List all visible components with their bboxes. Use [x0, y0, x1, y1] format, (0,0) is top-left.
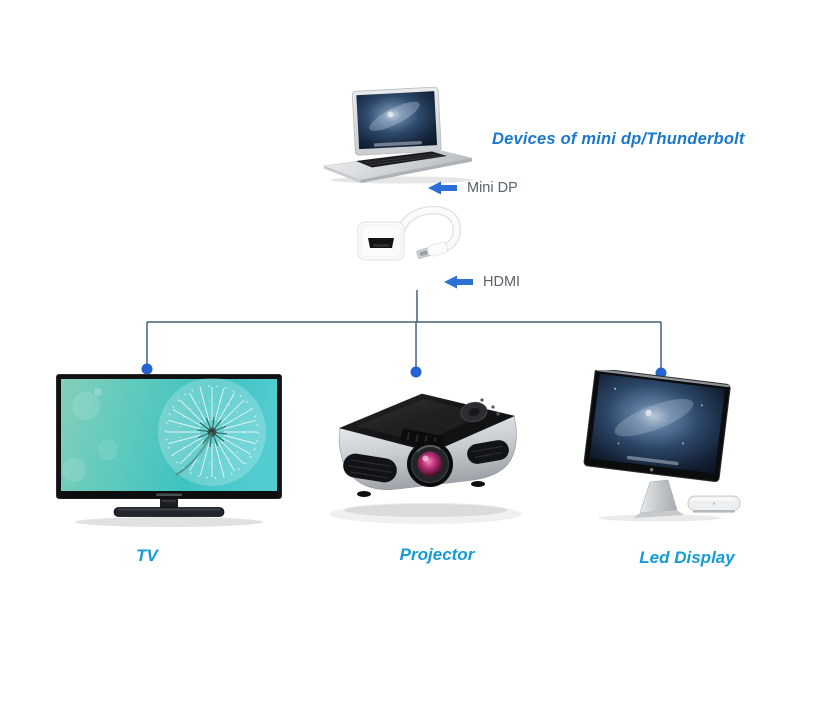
arrow-left-icon: [444, 275, 473, 289]
adapter-image: [357, 206, 461, 261]
connector-dot: [141, 363, 153, 375]
macbook-image: [322, 86, 474, 184]
mini-dp-callout: Mini DP: [428, 180, 518, 196]
projector-image: [330, 393, 522, 524]
hdmi-label: HDMI: [483, 274, 521, 290]
hdmi-callout: HDMI: [444, 274, 520, 290]
led-display-image: [583, 370, 741, 522]
connector-dot: [410, 366, 422, 378]
diagram-title: Devices of mini dp/Thunderbolt: [492, 130, 745, 148]
arrow-left-icon: [428, 181, 457, 195]
tv-label: TV: [136, 546, 158, 565]
mini-dp-label: Mini DP: [467, 180, 518, 196]
tv-image: [56, 374, 282, 527]
projector-label: Projector: [399, 545, 475, 564]
mac-mini: [687, 495, 741, 513]
led-display-label: Led Display: [639, 548, 735, 567]
